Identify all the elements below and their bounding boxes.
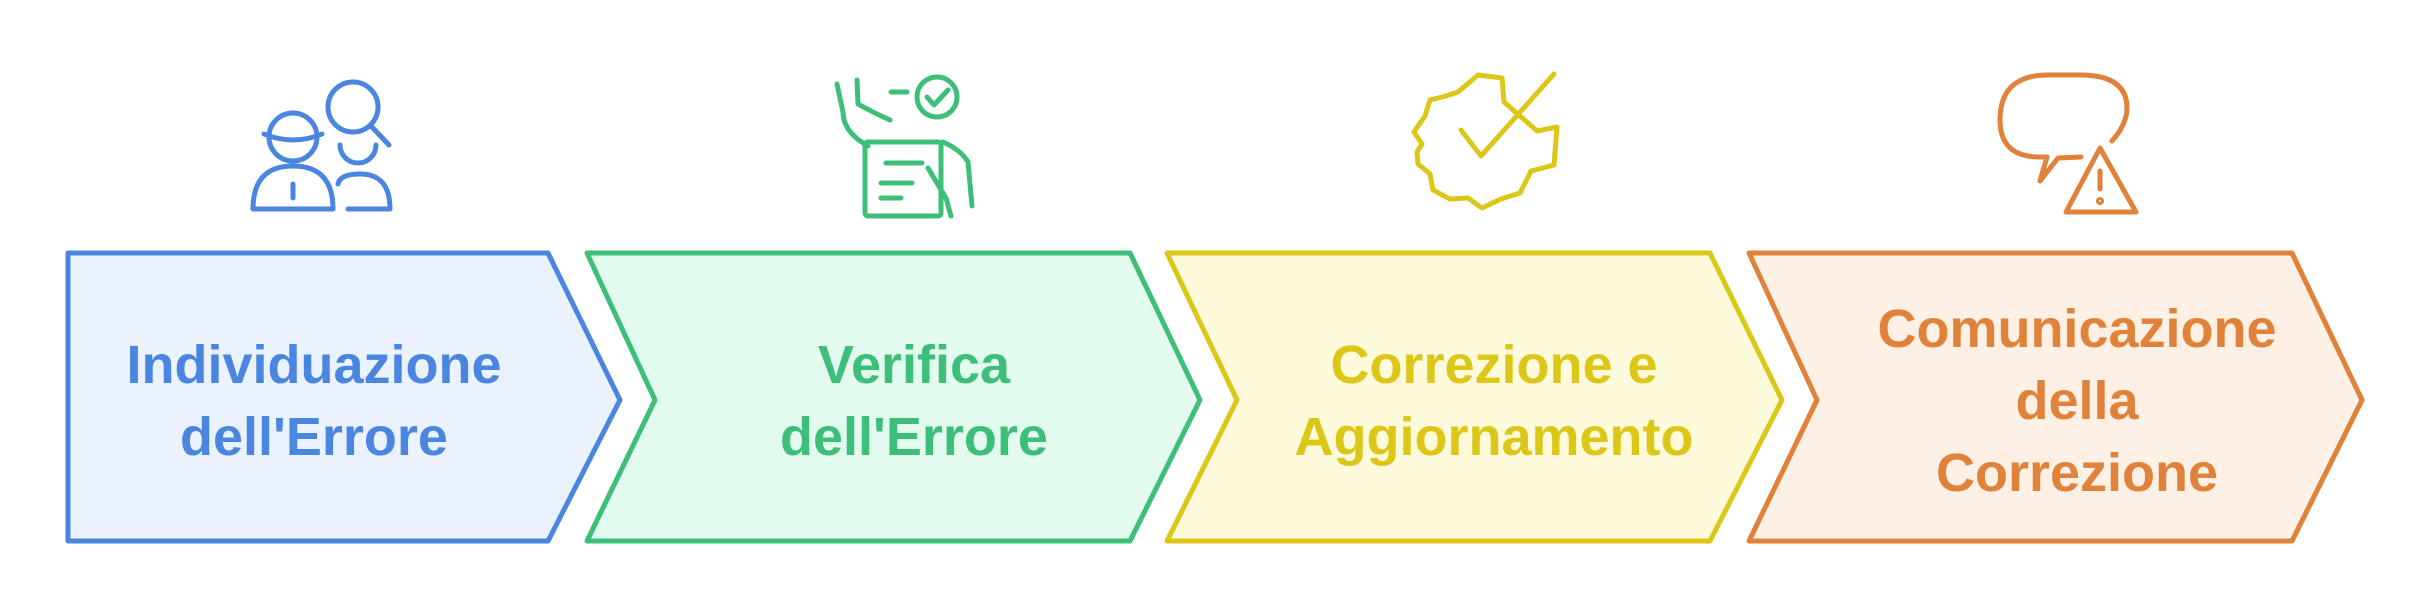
step-label-line: Correzione e	[1330, 335, 1657, 395]
step-label-line: Comunicazione	[1877, 299, 2276, 359]
checklist-verify-icon	[834, 74, 975, 219]
step-correzione: Correzione e Aggiornamento	[1164, 71, 1785, 544]
step-label-line: Aggiornamento	[1295, 407, 1694, 467]
step-label-line: dell'Errore	[780, 407, 1048, 467]
speech-bubble-warning-icon	[1997, 72, 2139, 215]
step-arrow-correzione	[1164, 250, 1785, 544]
step-arrow-verifica	[584, 250, 1203, 544]
step-verifica: Verifica dell'Errore	[584, 74, 1203, 544]
step-label-individuazione: Individuazione dell'Errore	[126, 335, 501, 467]
step-label-verifica: Verifica dell'Errore	[780, 335, 1048, 467]
gear-check-icon	[1411, 71, 1560, 211]
people-search-icon	[250, 79, 393, 212]
step-arrow-individuazione	[65, 250, 623, 544]
step-label-line: della	[2015, 371, 2139, 431]
step-arrow-comunicazione	[1746, 250, 2365, 544]
step-individuazione: Individuazione dell'Errore	[65, 79, 623, 544]
step-label-correzione: Correzione e Aggiornamento	[1295, 335, 1694, 467]
step-label-line: dell'Errore	[180, 407, 448, 467]
step-label-line: Correzione	[1936, 443, 2218, 503]
step-label-line: Individuazione	[126, 335, 501, 395]
step-label-line: Verifica	[818, 335, 1011, 395]
